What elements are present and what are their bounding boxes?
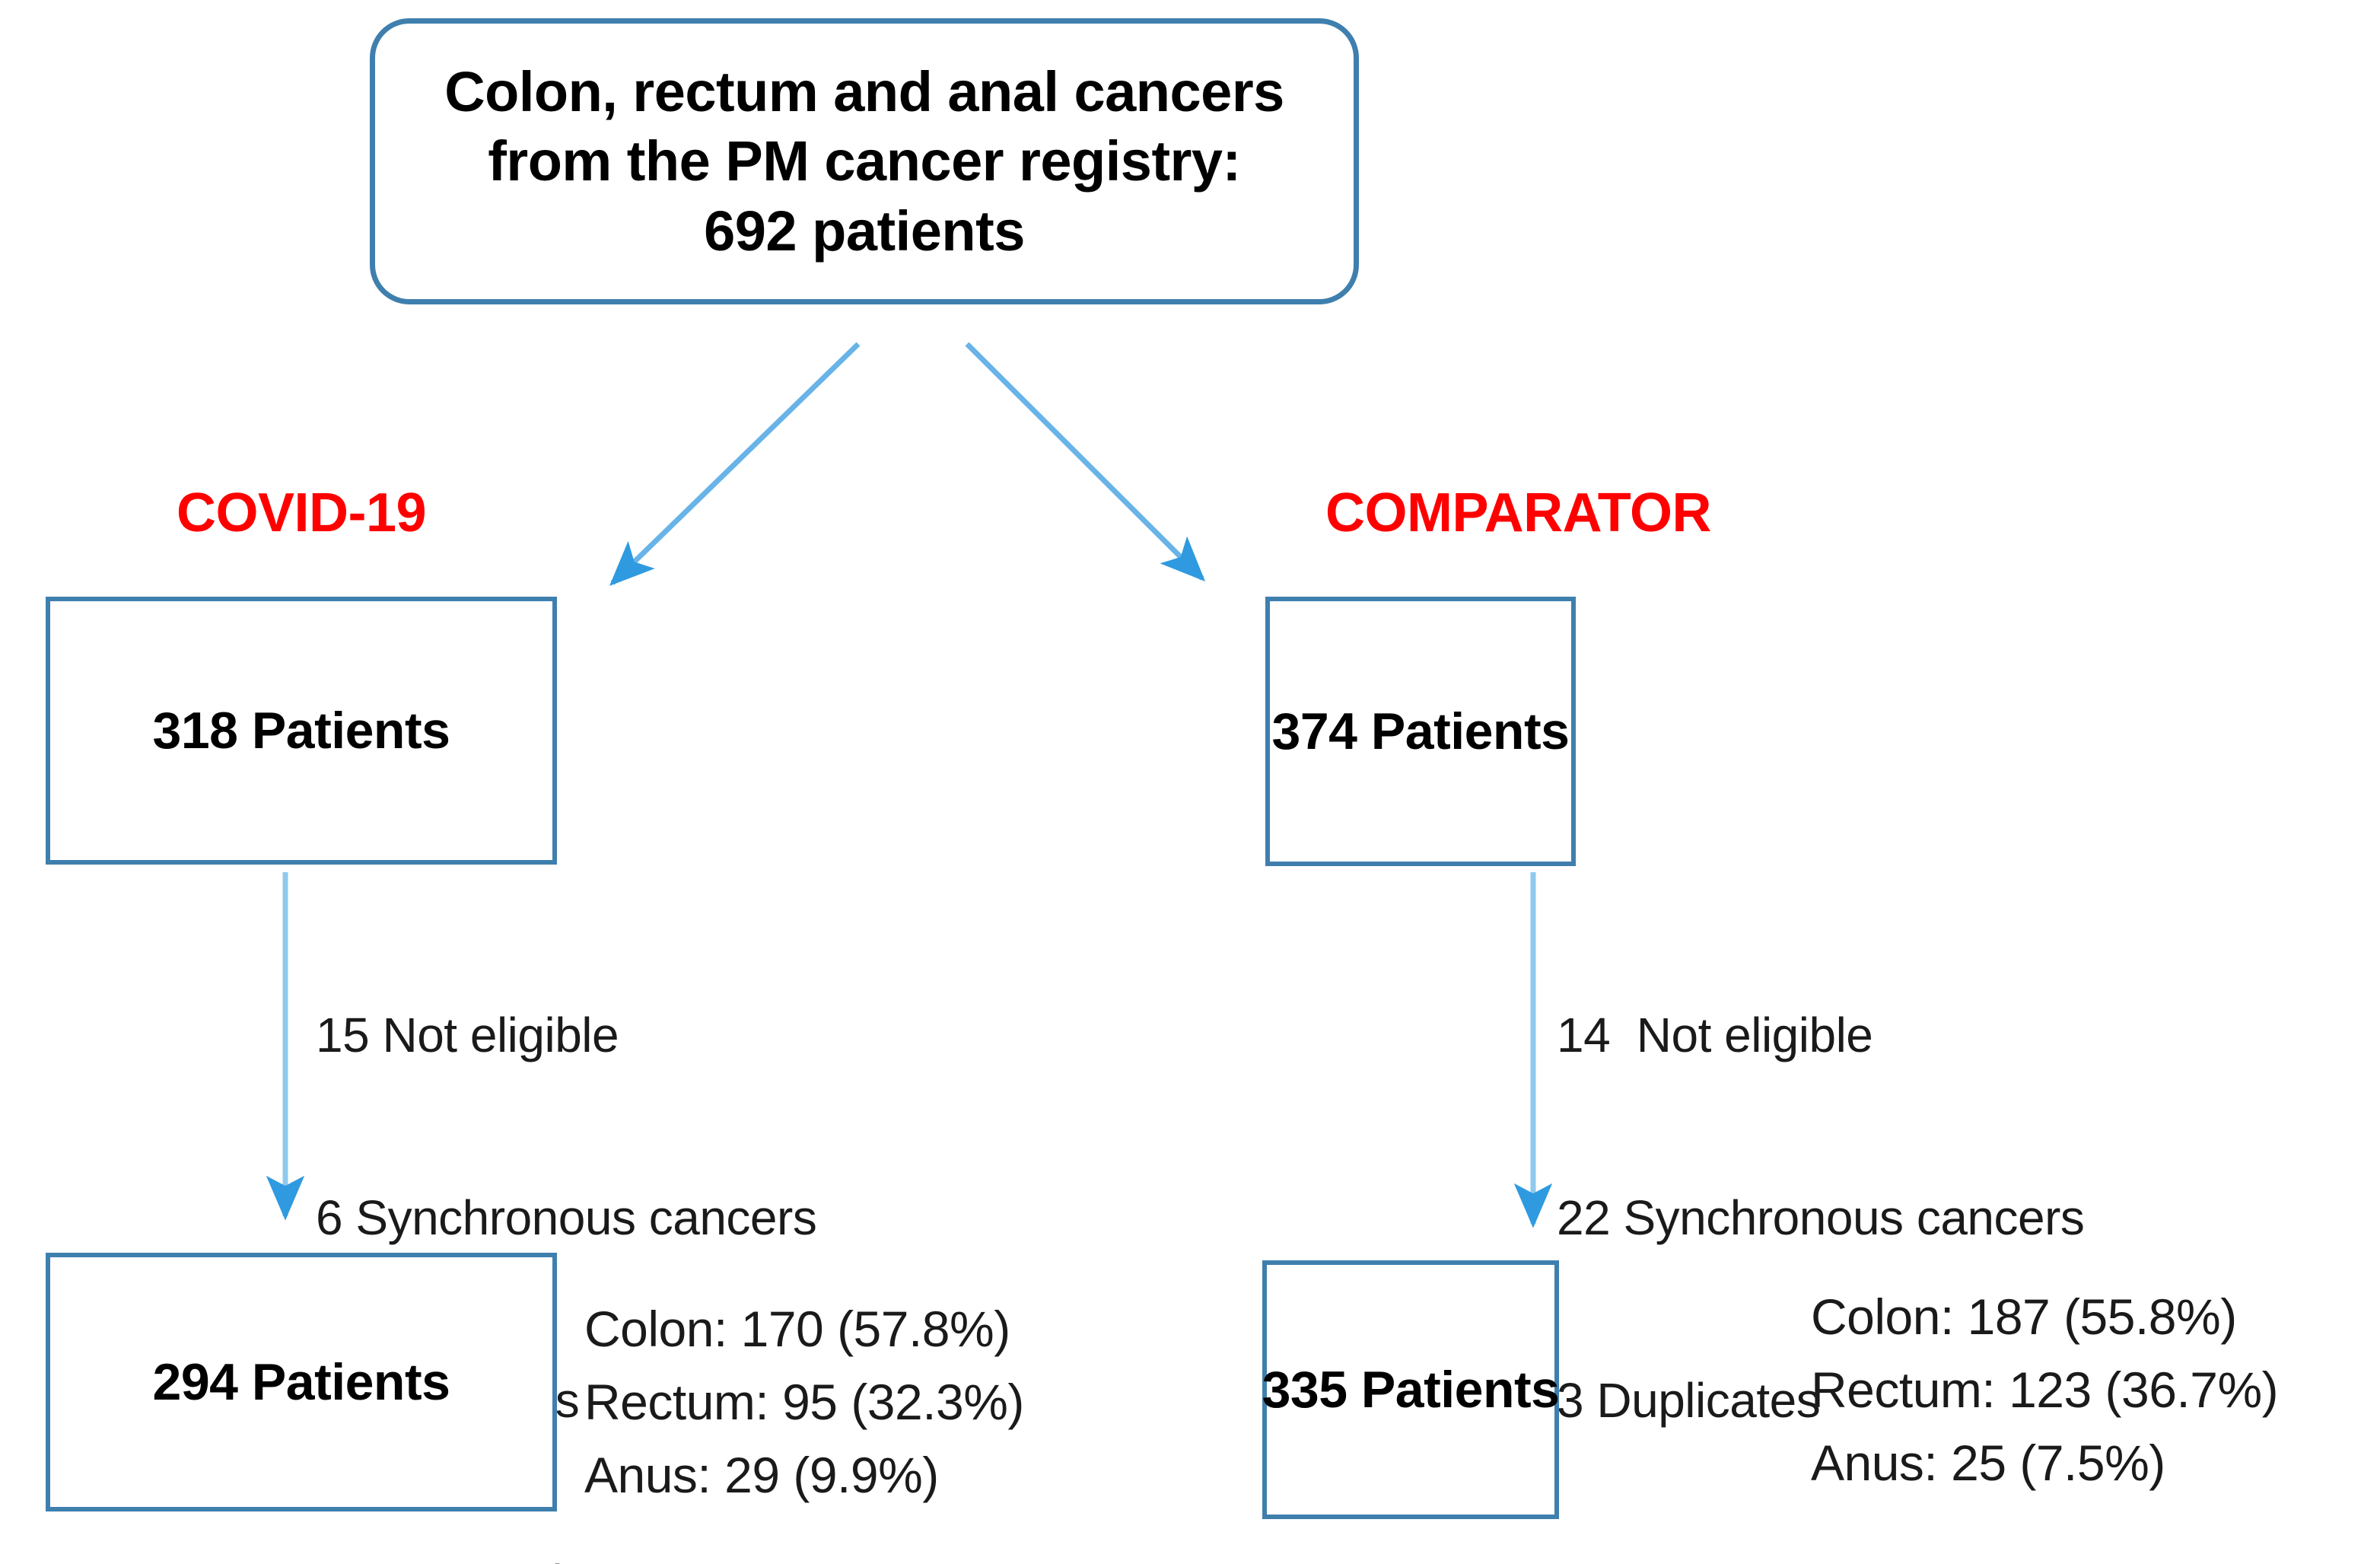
covid-site-item: Rectum: 95 (32.3%) <box>584 1373 1024 1430</box>
covid-enrolled-count: 318 Patients <box>152 702 450 760</box>
comparator-exclusion-item: 3 Duplicates <box>1557 1372 1821 1428</box>
comparator-exclusion-item: 22 Synchronous cancers <box>1557 1190 2085 1245</box>
arrow-split-right <box>965 342 1205 581</box>
comparator-site-item: Rectum: 123 (36.7%) <box>1811 1361 2279 1418</box>
comparator-exclusion-item: 14 Not eligible <box>1557 1007 1873 1062</box>
registry-source-line-1: Colon, rectum and anal cancers <box>444 60 1284 124</box>
comparator-site-breakdown: Colon: 187 (55.8%) Rectum: 123 (36.7%) A… <box>1811 1288 2279 1508</box>
covid-site-breakdown: Colon: 170 (57.8%) Rectum: 95 (32.3%) An… <box>584 1301 1024 1521</box>
registry-source-box: Colon, rectum and anal cancers from the … <box>370 18 1359 304</box>
covid-site-item: Anus: 29 (9.9%) <box>584 1446 939 1503</box>
registry-source-line-2: from the PM cancer registry: <box>488 129 1241 193</box>
comparator-final-box: 335 Patients <box>1262 1260 1560 1519</box>
comparator-enrolled-count: 374 Patients <box>1271 702 1570 760</box>
group-label-covid: COVID-19 <box>177 483 427 543</box>
comparator-site-item: Colon: 187 (55.8%) <box>1811 1288 2237 1345</box>
covid-exclusion-item: 1 Wrong primary <box>316 1555 816 1564</box>
comparator-final-count: 335 Patients <box>1262 1361 1560 1419</box>
covid-exclusion-item: 15 Not eligible <box>316 1007 619 1062</box>
comparator-site-item: Anus: 25 (7.5%) <box>1811 1434 2165 1491</box>
covid-enrolled-box: 318 Patients <box>46 597 557 865</box>
registry-source-line-3: 692 patients <box>704 199 1025 263</box>
group-label-comparator: COMPARATOR <box>1325 483 1711 543</box>
covid-final-box: 294 Patients <box>46 1253 557 1511</box>
covid-final-count: 294 Patients <box>152 1353 450 1411</box>
comparator-enrolled-box: 374 Patients <box>1265 597 1576 866</box>
comparator-exclusion-list: 14 Not eligible 22 Synchronous cancers 3… <box>1557 897 2085 1555</box>
covid-exclusion-item: 6 Synchronous cancers <box>316 1190 817 1245</box>
covid-site-item: Colon: 170 (57.8%) <box>584 1301 1010 1357</box>
arrow-split-left <box>609 342 861 586</box>
